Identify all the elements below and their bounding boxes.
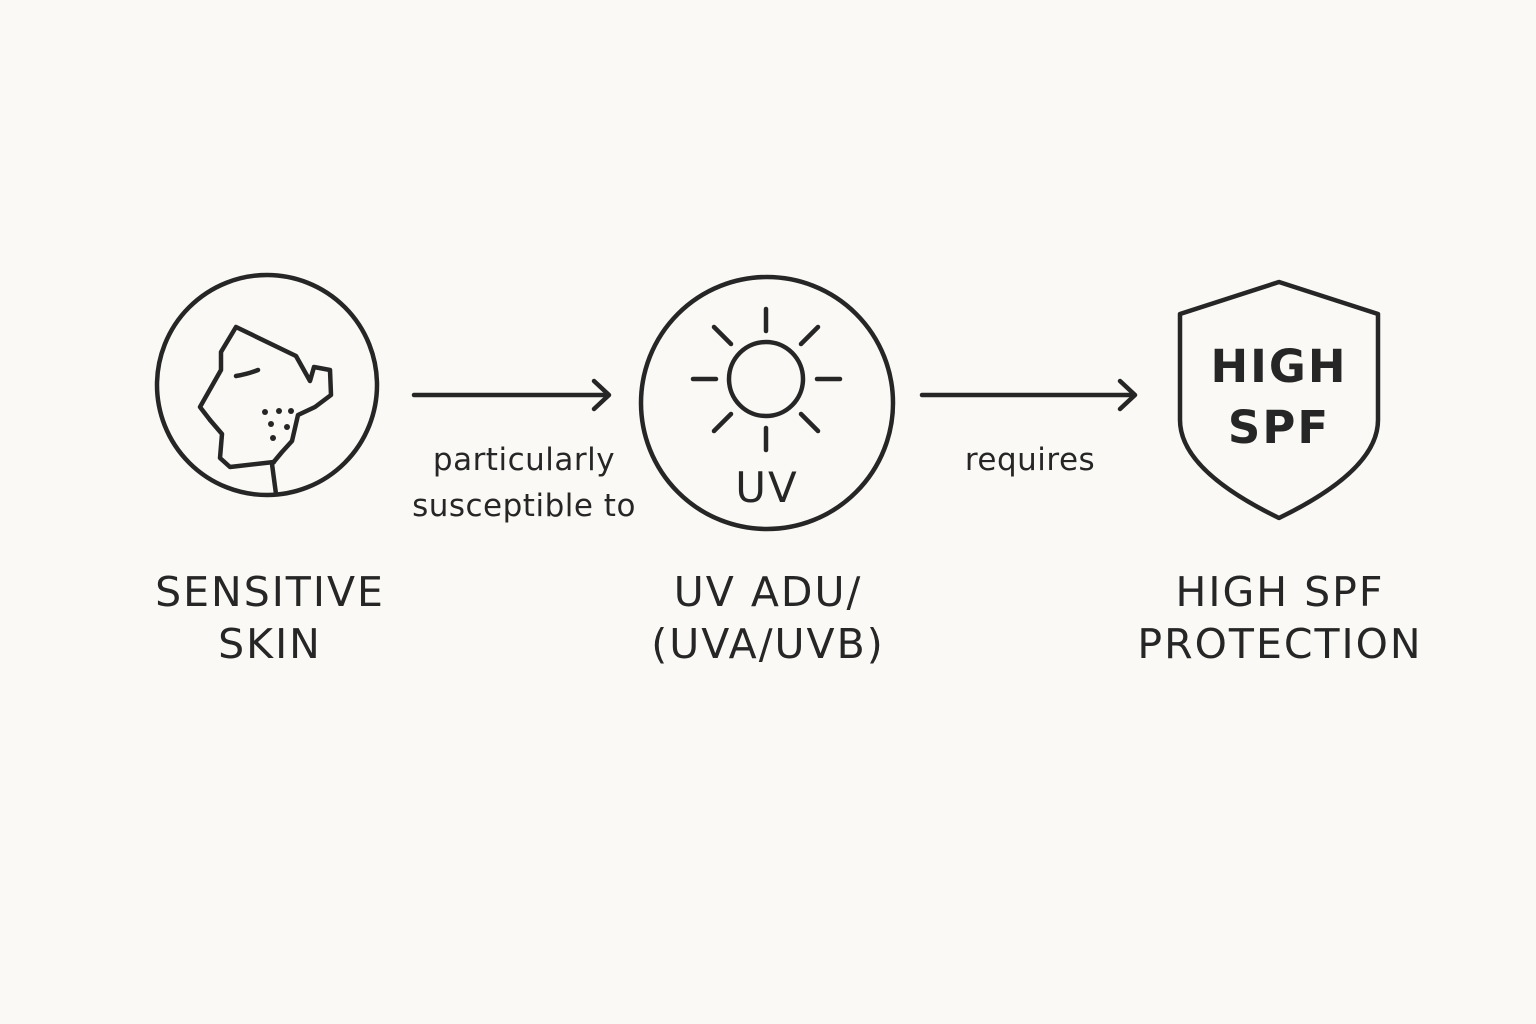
face-icon xyxy=(154,272,380,498)
sun-core xyxy=(726,339,806,419)
edge-label-susceptible: particularly susceptible to xyxy=(412,442,636,524)
sun-icon-circle xyxy=(638,274,896,532)
sun-ray xyxy=(711,324,734,347)
arrow-2-head xyxy=(1117,378,1138,412)
face-icon-circle xyxy=(154,272,380,498)
sun-icon: UV xyxy=(638,274,896,532)
arrow-1-head xyxy=(591,378,612,412)
edge-label-requires: requires xyxy=(964,442,1096,478)
sun-ray xyxy=(798,411,821,434)
shield-text-high: HIGH xyxy=(1210,340,1347,393)
freckle xyxy=(262,409,268,415)
shield-outline xyxy=(1177,279,1381,521)
arrow-1 xyxy=(411,378,612,412)
uv-icon-text: UV xyxy=(735,463,798,512)
freckle xyxy=(270,435,276,441)
face-chin xyxy=(207,417,277,470)
freckle xyxy=(276,408,282,414)
sun-ray xyxy=(798,324,821,347)
node-label-uv: UV ADU/ (UVA/UVB) xyxy=(651,568,885,668)
freckle xyxy=(268,421,274,427)
arrow-2 xyxy=(919,378,1138,412)
face-profile xyxy=(197,324,334,497)
node-label-high-spf: HIGH SPF PROTECTION xyxy=(1137,568,1423,668)
node-label-sensitive-skin: SENSITIVE SKIN xyxy=(155,568,385,668)
sun-ray xyxy=(711,411,734,434)
face-eye xyxy=(233,367,261,379)
freckle xyxy=(288,408,294,414)
shield-text-spf: SPF xyxy=(1228,401,1330,454)
shield-icon: HIGH SPF xyxy=(1177,279,1381,521)
freckle xyxy=(284,424,290,430)
